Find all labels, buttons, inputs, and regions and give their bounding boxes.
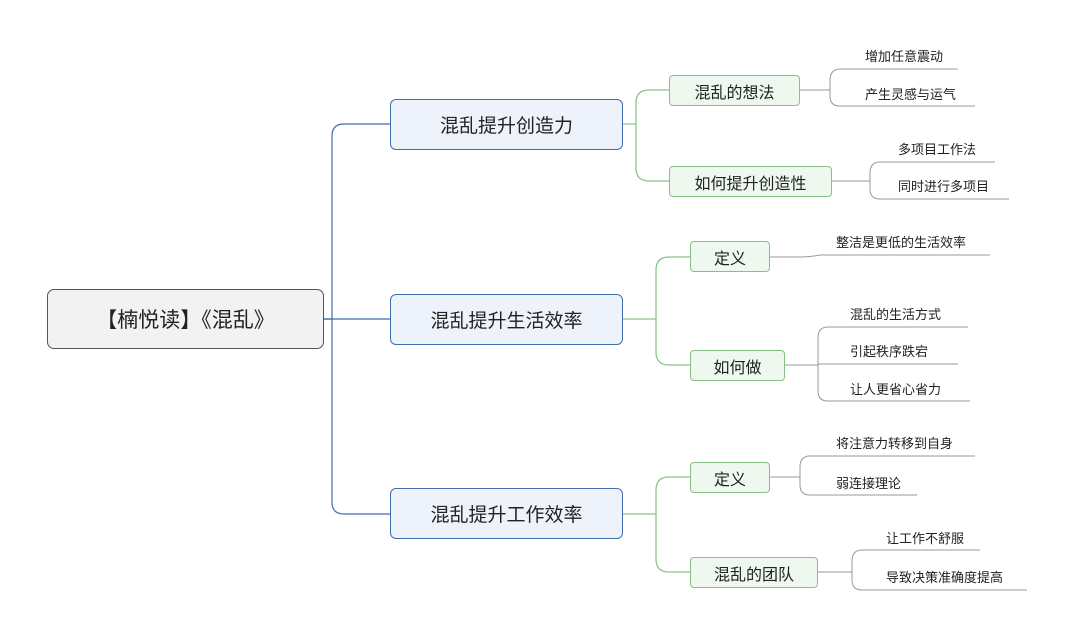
leaf-topic[interactable]: 混乱的生活方式 (850, 308, 942, 323)
leaf-link (770, 455, 975, 478)
root-links (324, 123, 390, 515)
leaf-topic[interactable]: 同时进行多项目 (898, 180, 990, 195)
leaf-links (770, 68, 1027, 591)
leaf-link (829, 90, 975, 107)
leaf-topic[interactable]: 引起秩序跌宕 (850, 345, 929, 360)
leaf-topic[interactable]: 导致决策准确度提高 (886, 571, 1004, 586)
leaf-topic[interactable]: 让工作不舒服 (886, 532, 965, 547)
root-topic[interactable]: 【楠悦读】《混乱》 (47, 289, 324, 349)
branch-3-child-2-topic[interactable]: 混乱的团队 (690, 557, 818, 588)
branch-1-topic[interactable]: 混乱提升创造力 (390, 99, 623, 150)
branch-1-child-1-topic[interactable]: 混乱的想法 (669, 75, 800, 106)
leaf-link (851, 572, 1027, 591)
leaf-topic[interactable]: 让人更省心省力 (850, 383, 942, 398)
branch-2-topic[interactable]: 混乱提升生活效率 (390, 294, 623, 345)
branch-3-child-1-link (655, 476, 690, 514)
leaf-link (800, 68, 958, 91)
leaf-topic[interactable]: 增加任意震动 (865, 50, 944, 65)
leaf-link (832, 161, 995, 182)
leaf-link (817, 365, 970, 402)
leaf-topic[interactable]: 将注意力转移到自身 (836, 437, 954, 452)
leaf-link (818, 549, 980, 573)
branch-1-child-1-link (635, 89, 669, 124)
branch-3-child-1-topic[interactable]: 定义 (690, 462, 770, 493)
leaf-link (799, 477, 917, 496)
branch-links (623, 89, 690, 573)
branch-1-child-2-topic[interactable]: 如何提升创造性 (669, 166, 832, 197)
branch-3-child-2-link (655, 514, 690, 573)
branch-2-child-2-topic[interactable]: 如何做 (690, 350, 785, 381)
branch-2-child-1-link (655, 256, 690, 319)
leaf-topic[interactable]: 产生灵感与运气 (865, 88, 957, 103)
branch-3-topic[interactable]: 混乱提升工作效率 (390, 488, 623, 539)
leaf-link (770, 254, 990, 258)
root-to-branch-3-link (331, 319, 390, 515)
leaf-link (869, 181, 1009, 200)
leaf-topic[interactable]: 整洁是更低的生活效率 (836, 236, 967, 251)
root-to-branch-1-link (324, 123, 390, 320)
leaf-topic[interactable]: 弱连接理论 (836, 477, 902, 492)
leaf-link (785, 326, 968, 366)
branch-2-child-2-link (655, 319, 690, 366)
leaf-link (817, 363, 958, 365)
leaf-topic[interactable]: 多项目工作法 (898, 143, 977, 158)
branch-1-child-2-link (635, 124, 669, 182)
branch-2-child-1-topic[interactable]: 定义 (690, 241, 770, 272)
